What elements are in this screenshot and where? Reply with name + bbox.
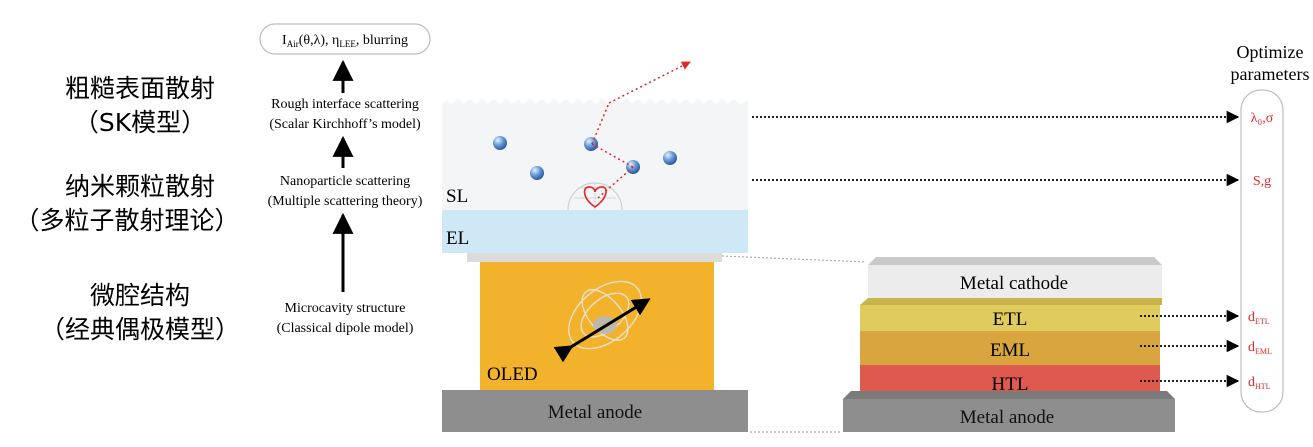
- substrate-strip: [467, 253, 722, 262]
- cathode-layer: [868, 265, 1162, 298]
- device-anode-label: Metal anode: [548, 402, 642, 423]
- sl-label: SL: [446, 186, 468, 207]
- rough-cn-title: 粗糙表面散射: [65, 74, 215, 103]
- emission-layer: [442, 210, 748, 253]
- scattering-layer: [442, 98, 748, 210]
- cathode-top: [868, 257, 1162, 265]
- param-d-eml: dEML: [1248, 340, 1272, 356]
- nanoparticle: [663, 151, 677, 165]
- device: SL EL OLED Metal anode: [442, 61, 748, 432]
- optimize-title-line2: parameters: [1231, 64, 1310, 84]
- param-d-etl: dETL: [1248, 310, 1270, 326]
- el-label: EL: [446, 228, 469, 249]
- param-s-g: S,g: [1253, 174, 1271, 189]
- micro-cn-title: 微腔结构: [90, 281, 190, 310]
- stack-anode-top: [843, 391, 1175, 399]
- etl-label: ETL: [993, 309, 1028, 330]
- dipole-arrow: [553, 298, 651, 363]
- rough-cn-subtitle: （SK模型）: [74, 108, 206, 137]
- nanoparticle: [530, 166, 544, 180]
- stack-anode-label: Metal anode: [960, 407, 1054, 428]
- scattering-path: [591, 61, 691, 199]
- nano-cn-subtitle: （多粒子散射理论）: [14, 206, 239, 235]
- heart-pattern-icon: [583, 186, 607, 208]
- oled-label: OLED: [487, 364, 538, 385]
- eml-layer: [860, 331, 1160, 365]
- rough-subtitle: (Scalar Kirchhoff’s model): [269, 117, 421, 132]
- flow-column: IAir(θ,λ), ηLEE, blurring Rough interfac…: [259, 23, 431, 336]
- nano-subtitle: (Multiple scattering theory): [268, 194, 423, 209]
- nano-cn-title: 纳米颗粒散射: [65, 172, 215, 201]
- result-box: [259, 23, 431, 55]
- result-box-text: IAir(θ,λ), ηLEE, blurring: [282, 33, 408, 49]
- etl-top: [860, 298, 1162, 305]
- nanoparticle: [493, 136, 507, 150]
- stack-anode-layer: [843, 399, 1175, 432]
- eml-label: EML: [990, 340, 1030, 361]
- etl-layer: [860, 305, 1160, 331]
- param-lambda-sigma: λ₀,σ: [1251, 111, 1274, 126]
- micro-cn-subtitle: （经典偶极模型）: [40, 315, 240, 344]
- emission-rays: [574, 183, 616, 210]
- optimize-title-line1: Optimize: [1237, 42, 1304, 62]
- device-anode: [442, 390, 748, 432]
- micro-title: Microcavity structure: [285, 301, 406, 316]
- optimize-box: [1240, 89, 1284, 413]
- nano-title: Nanoparticle scattering: [280, 174, 410, 189]
- left-labels: 粗糙表面散射 （SK模型） 纳米颗粒散射 （多粒子散射理论） 微腔结构 （经典偶…: [14, 74, 240, 344]
- htl-label: HTL: [992, 374, 1029, 395]
- parameter-arrows: [752, 110, 1240, 388]
- param-d-htl: dHTL: [1248, 375, 1271, 391]
- zoom-connector: [721, 255, 867, 433]
- optimize-panel: Optimize parameters λ₀,σ S,g dETL dEML d…: [1231, 42, 1310, 413]
- layer-stack: Metal cathode ETL EML HTL Metal anode: [843, 257, 1175, 432]
- cathode-label: Metal cathode: [960, 273, 1068, 294]
- rough-title: Rough interface scattering: [271, 97, 419, 112]
- nanoparticle: [584, 137, 598, 151]
- micro-subtitle: (Classical dipole model): [277, 321, 414, 336]
